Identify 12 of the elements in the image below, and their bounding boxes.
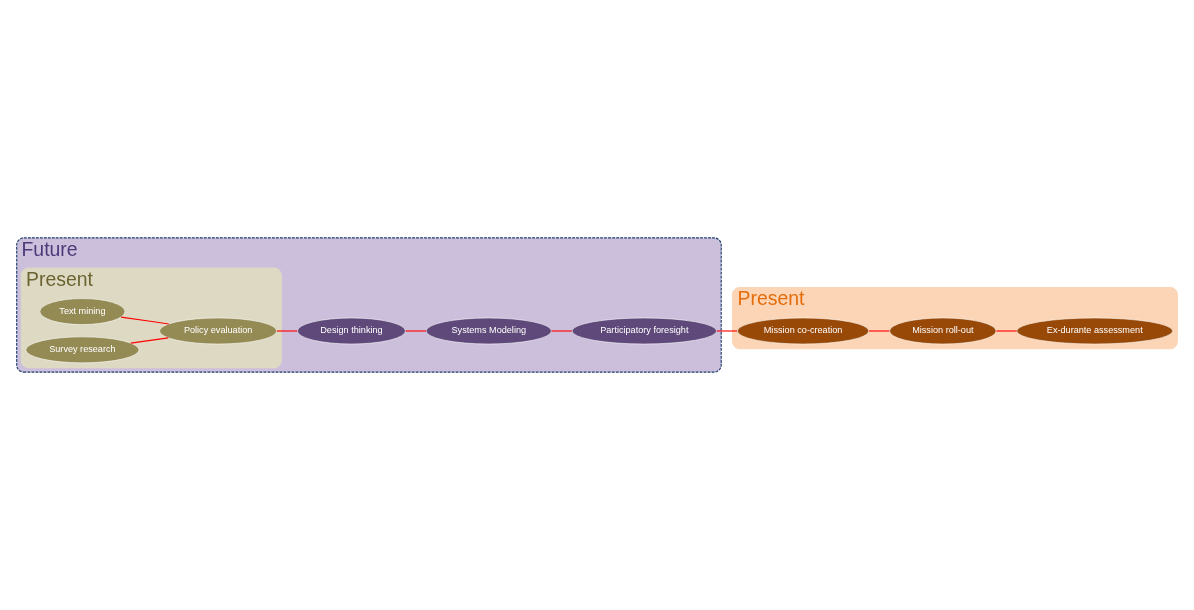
node-ellipse: Survey research bbox=[25, 336, 140, 364]
node-ellipse: Mission roll-out bbox=[889, 317, 997, 345]
node-ellipse: Ex-durante assessment bbox=[1016, 317, 1173, 345]
connector bbox=[120, 316, 170, 325]
connector bbox=[130, 337, 169, 344]
node-ellipse: Participatory foresight bbox=[571, 317, 717, 345]
node-ellipse: Text mining bbox=[39, 298, 126, 325]
node-ellipse: Design thinking bbox=[297, 317, 406, 345]
node-ellipse: Mission co-creation bbox=[737, 317, 870, 345]
node-ellipse: Policy evaluation bbox=[159, 317, 278, 345]
node-ellipse: Systems Modeling bbox=[425, 317, 552, 345]
connector bbox=[716, 330, 738, 332]
